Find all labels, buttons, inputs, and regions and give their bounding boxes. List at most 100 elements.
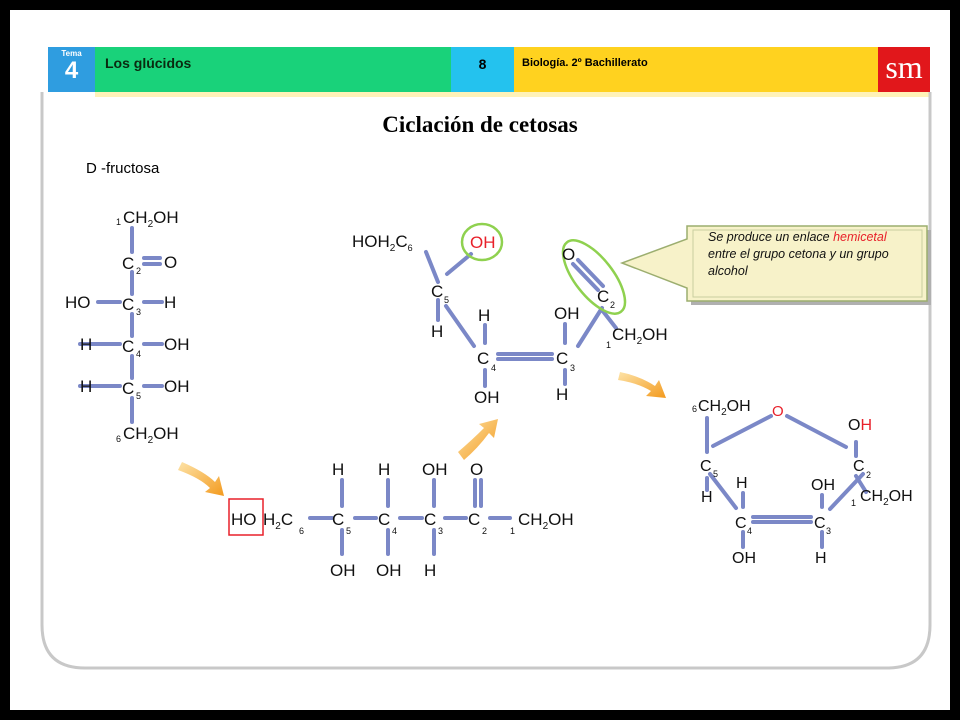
ring-c4: C — [735, 515, 747, 532]
chain-num-6: 6 — [299, 526, 304, 536]
fischer-labels: 1 CH2OH C 2 O HO C 3 H H C 4 OH H C 5 OH… — [65, 208, 190, 446]
fischer-c3-h: H — [164, 293, 176, 312]
chain-c2-o: O — [470, 460, 483, 479]
ring-num-4: 4 — [747, 526, 752, 536]
bent-c3: C — [556, 349, 568, 368]
ring-num-1: 1 — [851, 498, 856, 508]
chain-c6-h2c: H2C — [263, 510, 293, 532]
slide-frame — [40, 92, 932, 670]
arrow-right-icon — [618, 372, 666, 398]
fischer-bonds — [78, 226, 164, 424]
bent-c5: C — [431, 282, 443, 301]
ring-labels: 6 CH2OH O OH C 5 H C 2 1 CH2OH H C 4 OH … — [692, 398, 913, 567]
bent-c5-h: H — [431, 322, 443, 341]
tema-badge: Tema 4 — [48, 47, 95, 92]
chain-num-2: 2 — [482, 526, 487, 536]
ring-num-2: 2 — [866, 470, 871, 480]
arrow-up-icon — [458, 419, 498, 460]
atom-number-6: 6 — [116, 434, 121, 444]
fructofuranose-ring: 6 CH2OH O OH C 5 H C 2 1 CH2OH H C 4 OH … — [692, 398, 913, 567]
fischer-c5-oh: OH — [164, 377, 190, 396]
ring-c4-h: H — [736, 475, 748, 492]
fischer-c5: C — [122, 379, 134, 398]
callout-highlight: hemicetal — [833, 230, 887, 244]
fischer-c5-h: H — [80, 377, 92, 396]
chain-c3-oh: OH — [422, 460, 448, 479]
fischer-c2: C — [122, 254, 134, 273]
chain-c5: C — [332, 510, 344, 529]
callout-shape — [619, 225, 928, 302]
chain-c3-h: H — [424, 561, 436, 580]
ring-c6-ch2oh: CH2OH — [698, 398, 751, 418]
fischer-c1-ch2oh: CH2OH — [123, 208, 179, 230]
chain-num-5: 5 — [346, 526, 351, 536]
bent-c2: C — [597, 287, 609, 306]
bent-num-2: 2 — [610, 300, 615, 310]
open-chain-bent: HOH2C6 OH C 5 H H C 4 OH OH C 3 H O C 2 … — [352, 222, 668, 407]
ketone-group-circle — [561, 239, 627, 315]
page-number-box: 8 — [451, 47, 514, 92]
bent-c4-h: H — [478, 306, 490, 325]
publisher-logo: sm — [878, 47, 930, 94]
bent-labels: HOH2C6 OH C 5 H H C 4 OH OH C 3 H O C 2 … — [352, 232, 668, 407]
callout-text-end: entre el grupo cetona y un grupo alcohol — [708, 247, 889, 278]
bent-c3-h: H — [556, 385, 568, 404]
slide-title: Ciclación de cetosas — [382, 112, 578, 137]
bent-c6-hoh2c: HOH2C6 — [352, 232, 413, 254]
bent-bonds — [424, 250, 618, 388]
hydroxyl-highlight-box — [228, 498, 264, 536]
ring-bonds — [705, 414, 868, 549]
reaction-arrows — [178, 372, 666, 496]
ring-c1-ch2oh: CH2OH — [860, 488, 913, 508]
ring-c5: C — [700, 458, 712, 475]
atom-number-5: 5 — [136, 391, 141, 401]
bent-c4-oh: OH — [474, 388, 500, 407]
alcohol-group-circle — [460, 222, 504, 262]
callout-box — [619, 225, 931, 305]
bent-c1-ch2oh: CH2OH — [612, 325, 668, 347]
header-bar: Tema 4 Los glúcidos 8 Biología. 2º Bachi… — [48, 47, 930, 94]
ring-c3-h: H — [815, 550, 827, 567]
ring-oxygen: O — [772, 403, 784, 420]
atom-number-1: 1 — [116, 217, 121, 227]
bent-c4: C — [477, 349, 489, 368]
course-label: Biología. 2º Bachillerato — [522, 57, 648, 69]
bent-num-5: 5 — [444, 295, 449, 305]
chain-num-1: 1 — [510, 526, 515, 536]
fischer-c6-ch2oh: CH2OH — [123, 424, 179, 446]
course-box: Biología. 2º Bachillerato — [514, 47, 878, 92]
tema-label: Tema — [61, 49, 82, 58]
ring-num-5: 5 — [713, 469, 718, 479]
tema-number: 4 — [64, 57, 79, 84]
ring-c4-oh: OH — [732, 550, 756, 567]
chain-c3: C — [424, 510, 436, 529]
cyclization-diagram: 1 CH2OH C 2 O HO C 3 H H C 4 OH H C 5 OH… — [65, 208, 931, 580]
bent-num-3: 3 — [570, 363, 575, 373]
molecule-name: D -fructosa — [86, 160, 160, 177]
atom-number-3: 3 — [136, 307, 141, 317]
atom-number-4: 4 — [136, 349, 141, 359]
chain-c5-h: H — [332, 460, 344, 479]
page-number: 8 — [478, 56, 487, 72]
chain-c2: C — [468, 510, 480, 529]
ring-num-6: 6 — [692, 404, 697, 414]
fischer-c4: C — [122, 337, 134, 356]
logo-text: sm — [885, 49, 923, 85]
bent-c3-oh: OH — [554, 304, 580, 323]
bent-num-4: 4 — [491, 363, 496, 373]
header-underline — [95, 92, 930, 97]
chain-c5-oh: OH — [330, 561, 356, 580]
callout-inner-border — [692, 229, 923, 298]
chain-labels: HO H2C 6 H C 5 OH H C 4 OH OH C 3 H O C … — [231, 460, 574, 580]
atom-number-2: 2 — [136, 266, 141, 276]
chain-c1-ch2oh: CH2OH — [518, 510, 574, 532]
ring-c2: C — [853, 458, 865, 475]
chain-c4-oh: OH — [376, 561, 402, 580]
ring-c5-h: H — [701, 489, 713, 506]
ring-c2-oh: OH — [848, 417, 872, 434]
chain-num-3: 3 — [438, 526, 443, 536]
chain-num-4: 4 — [392, 526, 397, 536]
ring-c3: C — [814, 515, 826, 532]
ring-num-3: 3 — [826, 526, 831, 536]
chain-c4: C — [378, 510, 390, 529]
